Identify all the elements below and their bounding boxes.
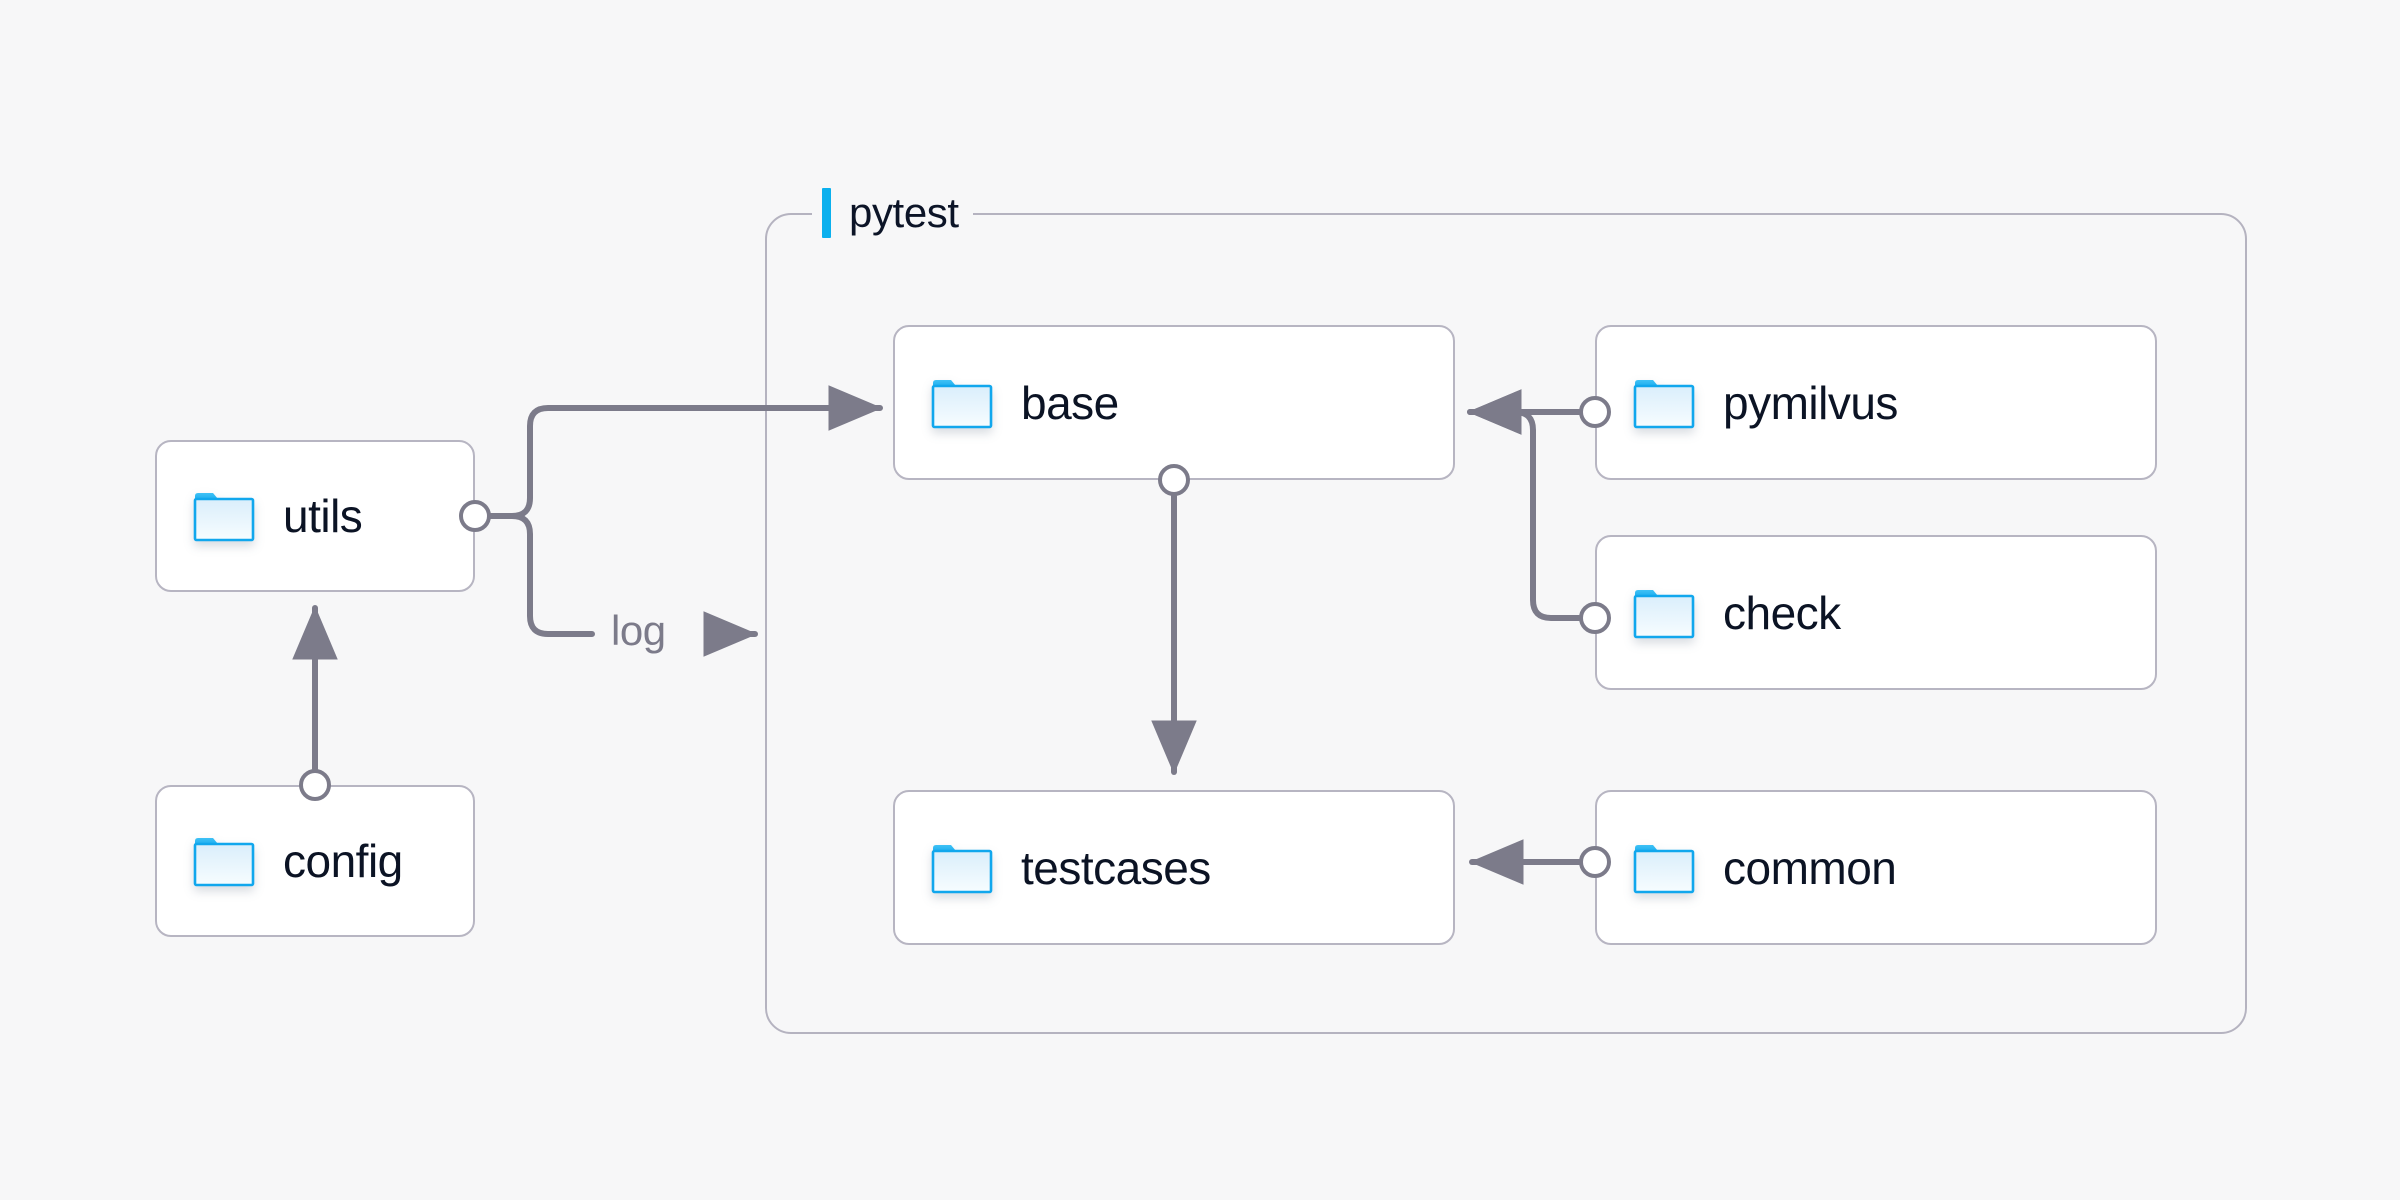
node-config[interactable]: config (155, 785, 475, 937)
edge-utils-to-log (488, 513, 595, 637)
node-common[interactable]: common (1595, 790, 2157, 945)
folder-icon (931, 844, 993, 893)
port-config-top[interactable] (299, 769, 331, 801)
folder-icon (1633, 589, 1695, 638)
node-label: testcases (1021, 841, 1211, 894)
folder-icon (1633, 844, 1695, 893)
node-pymilvus[interactable]: pymilvus (1595, 325, 2157, 480)
group-label-text: pytest (849, 189, 959, 236)
node-base[interactable]: base (893, 325, 1455, 480)
node-label: base (1021, 376, 1119, 429)
node-label: pymilvus (1723, 376, 1898, 429)
folder-icon (931, 379, 993, 428)
folder-icon (193, 493, 255, 542)
port-check-left[interactable] (1579, 602, 1611, 634)
folder-icon (1633, 379, 1695, 428)
edge-label-log: log (601, 607, 676, 655)
node-utils[interactable]: utils (155, 440, 475, 592)
port-utils-right[interactable] (459, 500, 491, 532)
node-check[interactable]: check (1595, 535, 2157, 690)
port-base-bottom[interactable] (1158, 464, 1190, 496)
node-label: check (1723, 586, 1841, 639)
port-common-left[interactable] (1579, 846, 1611, 878)
node-label: config (283, 835, 403, 887)
pytest-group-label: pytest (812, 185, 973, 241)
folder-icon (193, 838, 255, 887)
group-accent-bar (822, 188, 831, 238)
pytest-group-container[interactable] (765, 213, 2247, 1034)
node-label: common (1723, 841, 1897, 894)
node-label: utils (283, 490, 363, 542)
node-testcases[interactable]: testcases (893, 790, 1455, 945)
port-pymilvus-left[interactable] (1579, 396, 1611, 428)
